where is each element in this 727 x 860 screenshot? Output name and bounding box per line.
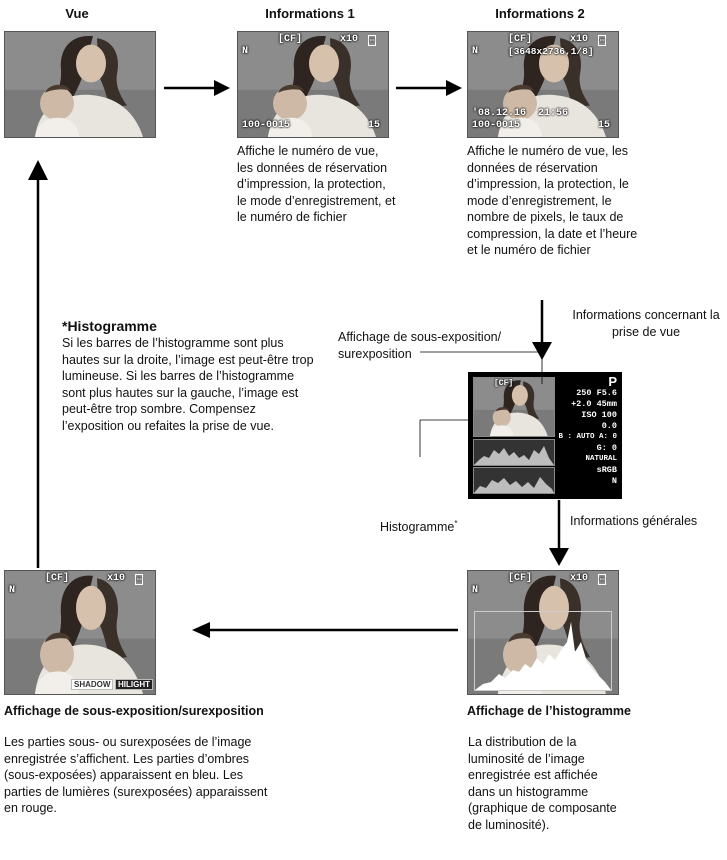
quality-indicator-3: N <box>9 585 16 596</box>
histogram-note-body: Si les barres de l’histogramme sont plus… <box>62 336 314 433</box>
protect-indicator-4: x10 <box>570 573 589 584</box>
callout-exposure-display: Affichage de sous-exposition/ surexposit… <box>338 330 502 361</box>
card-indicator-3: [CF] <box>45 573 70 584</box>
detail-thumbnail: [CF] <box>473 377 555 437</box>
battery-icon: ▭ <box>368 35 377 46</box>
frame-number: 15 <box>368 120 381 131</box>
histogram-upper-graph <box>474 446 554 465</box>
shutter-aperture: 250 F5.6 <box>576 388 617 398</box>
file-number-2: 100-0015 <box>472 120 521 131</box>
exposure-display-title: Affichage de sous-exposition/surexpositi… <box>4 704 264 718</box>
histogram-display-title: Affichage de l’histogramme <box>467 704 631 718</box>
header-informations-1: Informations 1 <box>265 6 355 21</box>
photo-exposure-display: [CF] x10 ▭ N SHADOW HILIGHT <box>4 570 156 695</box>
callout-histogram-label: Histogramme <box>380 520 455 535</box>
detail-card-indicator: [CF] <box>494 379 514 388</box>
protect-indicator-2: x10 <box>570 34 589 45</box>
arrow-to-histogram-display <box>549 500 569 566</box>
exposure-display-body: Les parties sous- ou surexposées de l’im… <box>4 735 268 815</box>
wb-green: G: 0 <box>596 443 617 453</box>
histogram-note: *Histogramme Si les barres de l’histogra… <box>62 318 320 434</box>
histogram-upper <box>473 439 555 466</box>
photo-vue <box>4 31 156 138</box>
card-indicator: [CF] <box>278 34 303 45</box>
protect-indicator-3: x10 <box>107 573 126 584</box>
arrow-back-to-vue <box>28 160 48 568</box>
hilight-label: HILIGHT <box>115 679 153 690</box>
histogram-lower-graph <box>474 477 554 493</box>
white-balance: B : AUTO A: 0 <box>558 433 617 441</box>
photo-informations-2: [CF] x10 ▭ N [3648x2736,1/8] '08.12.16 2… <box>467 31 619 138</box>
desc-informations-1: Affiche le numéro de vue, les données de… <box>237 144 396 224</box>
shooting-info-panel: P 250 F5.6 +2.0 45mm ISO 100 0.0 B : AUT… <box>557 375 617 495</box>
quality-icon: N <box>611 476 617 486</box>
battery-icon-4: ▭ <box>598 574 607 585</box>
callout-histogram: Histogramme* <box>380 516 457 536</box>
photo-histogram-display: [CF] x10 ▭ N <box>467 570 619 695</box>
histogram-display-body: La distribution de la luminosité de l’im… <box>468 735 617 832</box>
histogram-note-title: *Histogramme <box>62 318 157 334</box>
quality-indicator: N <box>242 46 249 57</box>
shooting-mode: P <box>608 374 617 389</box>
histogram-overlay-graph <box>475 622 611 690</box>
photo-informations-1: [CF] x10 ▭ N 100-0015 15 <box>237 31 389 138</box>
arrow-histogram-to-exposure <box>192 622 458 638</box>
picture-mode: NATURAL <box>585 455 617 463</box>
photo-vue-image <box>5 32 155 137</box>
quality-indicator-2: N <box>472 46 479 57</box>
frame-number-2: 15 <box>598 120 611 131</box>
arrow-vue-to-info1 <box>164 80 230 96</box>
callout-leader-lines <box>419 351 543 457</box>
quality-indicator-4: N <box>472 585 479 596</box>
exposure-focal: +2.0 45mm <box>571 399 617 409</box>
header-informations-2: Informations 2 <box>495 6 585 21</box>
callout-histogram-mark: * <box>454 519 458 528</box>
header-vue: Vue <box>65 6 89 21</box>
arrow-info1-to-info2 <box>396 80 462 96</box>
battery-icon-2: ▭ <box>598 35 607 46</box>
pixel-count: [3648x2736,1/8] <box>508 46 594 57</box>
battery-icon-3: ▭ <box>135 574 144 585</box>
card-indicator-4: [CF] <box>508 573 533 584</box>
color-space: sRGB <box>596 465 617 475</box>
shadow-label: SHADOW <box>71 679 114 690</box>
date-time: '08.12.16 21:56 <box>472 108 569 119</box>
card-indicator-2: [CF] <box>508 34 533 45</box>
callout-shooting-info: Informations concernant la prise de vue <box>572 308 720 339</box>
photo-exposure-image <box>5 571 155 694</box>
histogram-lower <box>473 467 555 494</box>
arrow-to-detail <box>532 300 552 360</box>
protect-indicator: x10 <box>340 34 359 45</box>
detail-screen: [CF] P 250 F5.6 +2.0 45mm ISO 100 0.0 B … <box>468 372 622 499</box>
file-number: 100-0015 <box>242 120 291 131</box>
callout-general-info: Informations générales <box>570 514 698 528</box>
histogram-overlay <box>474 611 612 691</box>
flash-compensation: 0.0 <box>601 421 617 431</box>
desc-informations-2: Affiche le numéro de vue, les données de… <box>467 144 638 257</box>
iso-value: ISO 100 <box>581 410 617 420</box>
